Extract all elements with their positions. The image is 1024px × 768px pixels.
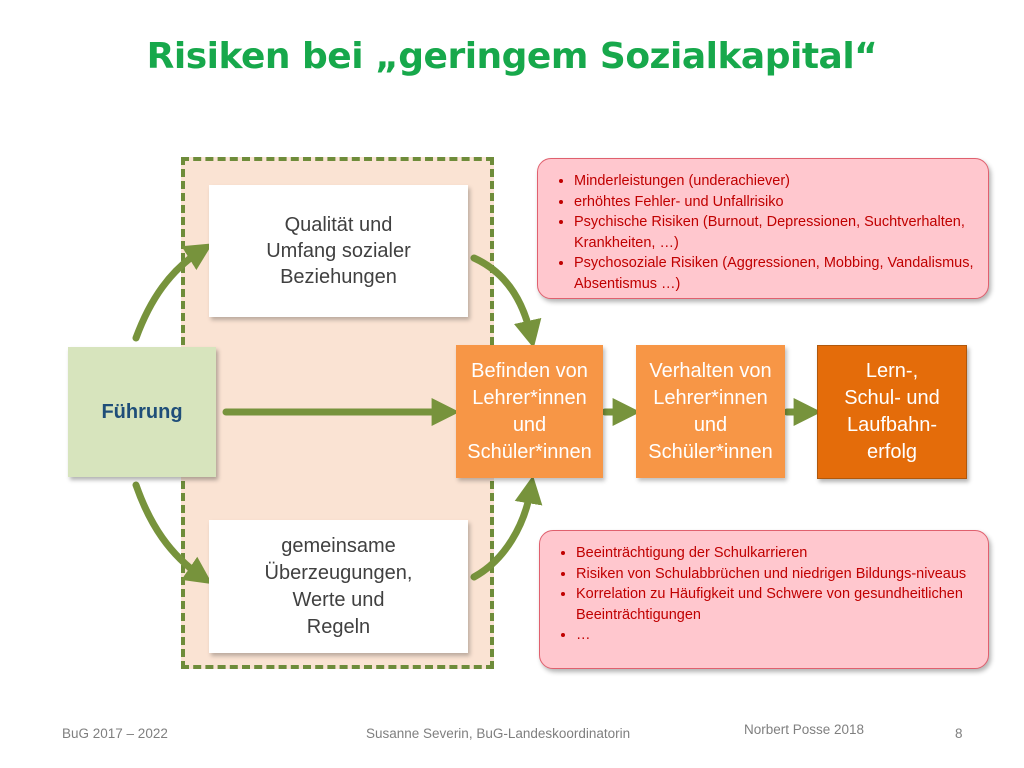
risk-top-item: Psychische Risiken (Burnout, Depressione… (574, 212, 974, 253)
node-erfolg: Lern-, Schul- und Laufbahn- erfolg (817, 345, 967, 479)
footer-project: BuG 2017 – 2022 (62, 726, 168, 741)
risk-bottom-item: … (576, 625, 974, 646)
risks-top-box: Minderleistungen (underachiever) erhöhte… (537, 158, 989, 299)
node-verhalten: Verhalten von Lehrer*innen und Schüler*i… (636, 345, 785, 478)
footer-author: Susanne Severin, BuG-Landeskoordinatorin (366, 726, 631, 741)
node-verhalten-label: Verhalten von Lehrer*innen und Schüler*i… (648, 359, 773, 463)
node-shared-beliefs: gemeinsame Überzeugungen, Werte und Rege… (209, 520, 468, 653)
risks-bottom-box: Beeinträchtigung der Schulkarrieren Risi… (539, 530, 989, 669)
node-fuehrung: Führung (68, 347, 216, 477)
node-beliefs-label: gemeinsame Überzeugungen, Werte und Rege… (264, 534, 413, 638)
node-quality-relations: Qualität und Umfang sozialer Beziehungen (209, 185, 468, 317)
risk-top-item: Psychosoziale Risiken (Aggressionen, Mob… (574, 253, 974, 294)
risks-bottom-list: Beeinträchtigung der Schulkarrieren Risi… (554, 543, 974, 646)
risk-bottom-item: Beeinträchtigung der Schulkarrieren (576, 543, 974, 564)
page-number: 8 (955, 726, 963, 741)
node-fuehrung-label: Führung (101, 400, 183, 423)
slide-title: Risiken bei „geringem Sozialkapital“ (146, 36, 878, 77)
risk-top-item: Minderleistungen (underachiever) (574, 171, 974, 192)
node-befinden-label: Befinden von Lehrer*innen und Schüler*in… (467, 359, 592, 463)
risk-bottom-item: Korrelation zu Häufigkeit und Schwere vo… (576, 584, 974, 625)
risks-top-list: Minderleistungen (underachiever) erhöhte… (552, 171, 974, 294)
risk-bottom-item: Risiken von Schulabbrüchen und niedrigen… (576, 564, 974, 585)
footer-credit: Norbert Posse 2018 (744, 722, 865, 737)
node-erfolg-label: Lern-, Schul- und Laufbahn- erfolg (844, 360, 940, 463)
risk-top-item: erhöhtes Fehler- und Unfallrisiko (574, 192, 974, 213)
node-befinden: Befinden von Lehrer*innen und Schüler*in… (456, 345, 603, 478)
node-quality-label: Qualität und Umfang sozialer Beziehungen (266, 214, 411, 288)
